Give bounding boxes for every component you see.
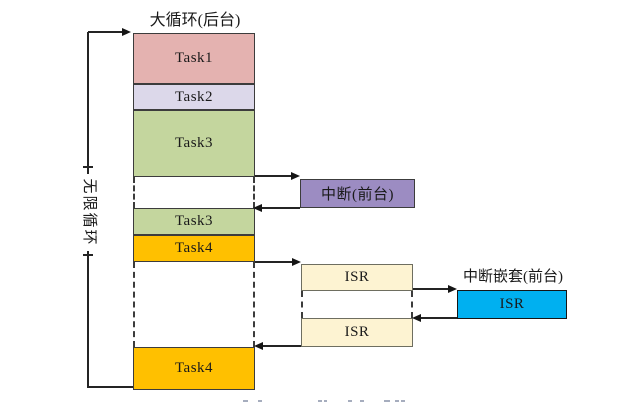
caption-fragment-mark xyxy=(348,400,352,402)
caption-fragment-mark xyxy=(324,400,327,402)
dashed-gap2-left xyxy=(133,262,135,347)
loop-top-arrowhead-icon xyxy=(122,28,131,36)
nested-isr-box: ISR xyxy=(457,290,567,319)
dashed-isr-gap-right xyxy=(411,291,413,318)
task4-label: Task4 xyxy=(174,240,214,256)
task2-label: Task2 xyxy=(174,88,214,105)
task4-resumed-label: Task4 xyxy=(174,360,214,376)
loop-line-tick-top xyxy=(83,166,93,168)
dashed-isr-gap-left xyxy=(301,291,303,318)
infinite-loop-label: 无限循环 xyxy=(79,174,98,251)
arrow-return-from-interrupt-head-icon xyxy=(253,204,262,212)
big-loop-title: 大循环(后台) xyxy=(149,12,241,29)
nested-interrupt-title: 中断嵌套(前台) xyxy=(463,269,563,285)
caption-fragment-mark xyxy=(318,400,322,402)
caption-fragment-mark xyxy=(395,400,399,402)
caption-fragment-mark xyxy=(384,400,390,402)
arrow-return-from-interrupt-line xyxy=(261,207,300,209)
loop-bottom-line xyxy=(88,386,134,388)
arrow-return-from-nested-isr-head-icon xyxy=(412,314,421,322)
caption-fragment-mark xyxy=(401,400,405,402)
task-box-task2: Task2 xyxy=(133,84,255,110)
arrow-to-isr1-line xyxy=(255,261,293,263)
caption-fragment-mark xyxy=(243,400,248,402)
isr-second-label: ISR xyxy=(344,324,370,340)
task1-label: Task1 xyxy=(174,50,214,66)
arrow-to-isr1-head-icon xyxy=(292,258,301,266)
interrupt-box: 中断(前台) xyxy=(300,179,415,208)
caption-fragment-mark xyxy=(258,400,262,402)
arrow-to-nested-isr-line xyxy=(413,288,449,290)
task-box-task3: Task3 xyxy=(133,110,255,177)
task3-resumed-label: Task3 xyxy=(174,213,214,229)
dashed-gap2-right xyxy=(253,262,255,347)
loop-line-tick-bottom xyxy=(83,254,93,256)
caption-fragment-mark xyxy=(360,400,364,402)
task-box-task3-resumed: Task3 xyxy=(133,208,255,235)
task-box-task4: Task4 xyxy=(133,235,255,262)
interrupt-label: 中断(前台) xyxy=(321,187,394,203)
arrow-to-interrupt-line xyxy=(255,175,293,177)
arrow-return-from-isr2-line xyxy=(262,345,301,347)
dashed-gap1-left xyxy=(133,177,135,208)
nested-isr-label: ISR xyxy=(499,296,525,312)
arrow-return-from-isr2-head-icon xyxy=(254,342,263,350)
dashed-gap1-right xyxy=(253,177,255,208)
loop-top-line xyxy=(88,31,124,33)
task-box-task4-resumed: Task4 xyxy=(133,347,255,390)
isr-box-first: ISR xyxy=(301,264,413,291)
task3-label: Task3 xyxy=(174,135,214,151)
arrow-to-nested-isr-head-icon xyxy=(448,285,457,293)
isr-box-second: ISR xyxy=(301,318,413,347)
arrow-to-interrupt-head-icon xyxy=(291,172,300,180)
task-box-task1: Task1 xyxy=(133,33,255,84)
isr-first-label: ISR xyxy=(344,269,370,285)
arrow-return-from-nested-isr-line xyxy=(420,317,457,319)
